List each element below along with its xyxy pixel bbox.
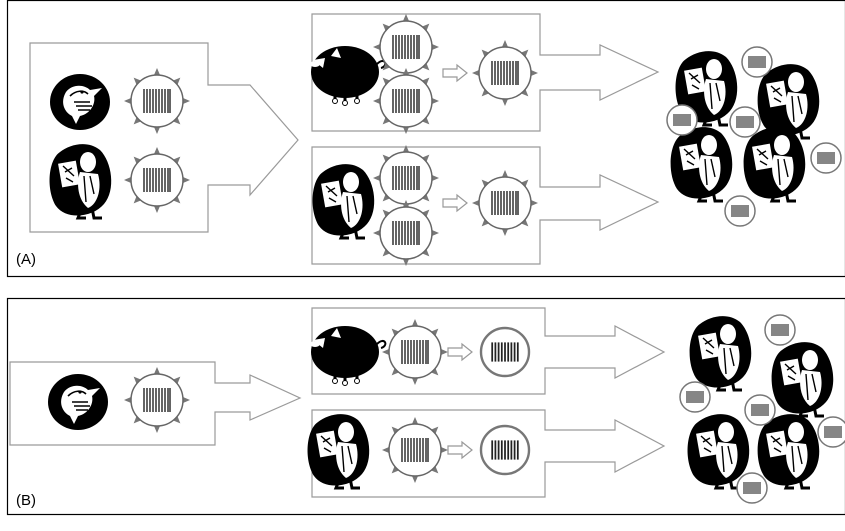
spiked-virus-icon (124, 147, 190, 213)
spiked-virus-icon (382, 319, 448, 385)
human-doctor-icon (688, 414, 750, 488)
human-doctor-icon (690, 316, 752, 390)
smooth-virus-icon (725, 196, 755, 226)
human-doctor-icon (772, 342, 834, 416)
bird-icon (48, 374, 108, 430)
spiked-virus-icon (373, 200, 439, 266)
panel-a (30, 14, 841, 266)
smooth-virus-icon (811, 143, 841, 173)
smooth-virus-icon (667, 105, 697, 135)
smooth-virus-icon (737, 473, 767, 503)
smooth-virus-icon (730, 107, 760, 137)
spiked-virus-icon (124, 68, 190, 134)
spiked-virus-icon (373, 68, 439, 134)
human-doctor-icon (758, 414, 820, 488)
spiked-virus-icon (382, 417, 448, 483)
panel-b (10, 308, 845, 503)
smooth-virus-icon (742, 47, 772, 77)
smooth-virus-icon (481, 426, 529, 474)
bird-icon (50, 74, 110, 130)
panel-label-a: (A) (16, 251, 36, 268)
spiked-virus-icon (124, 367, 190, 433)
smooth-virus-icon (765, 315, 795, 345)
smooth-virus-icon (680, 382, 710, 412)
spiked-virus-icon (472, 170, 538, 236)
human-doctor-icon (758, 64, 820, 138)
smooth-virus-icon (745, 395, 775, 425)
smooth-virus-icon (818, 417, 845, 447)
human-doctor-icon (744, 127, 806, 201)
smooth-virus-icon (481, 328, 529, 376)
human-doctor-icon (671, 127, 733, 201)
spiked-virus-icon (472, 40, 538, 106)
panel-label-b: (B) (16, 492, 36, 509)
